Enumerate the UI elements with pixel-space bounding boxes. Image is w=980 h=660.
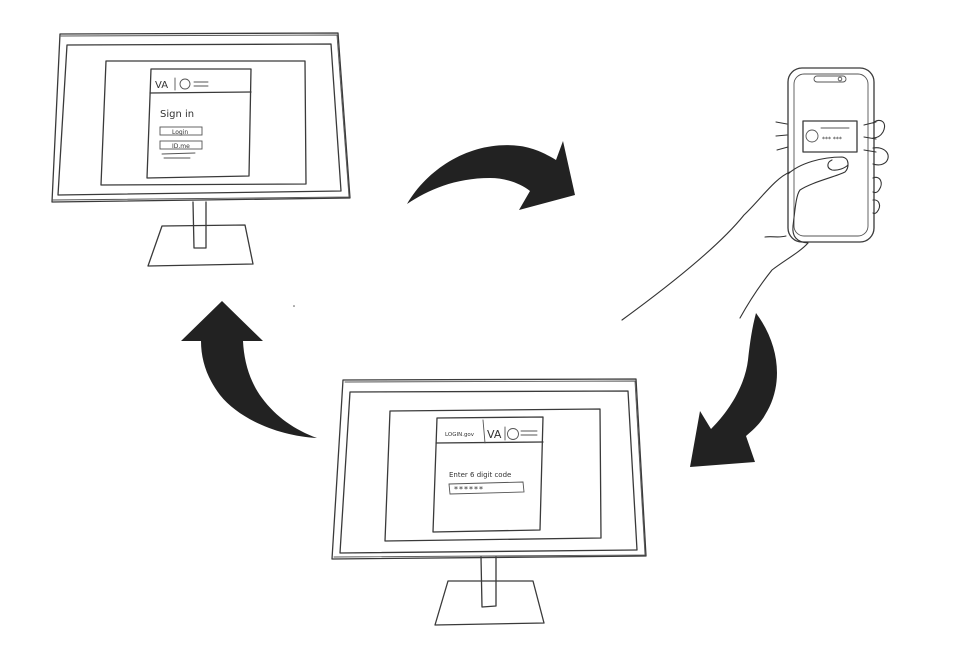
svg-text:Login: Login [172,129,188,136]
profile-circle-icon [507,428,519,440]
stray-mark [293,305,295,307]
svg-text:ID.me: ID.me [172,143,190,150]
svg-text:******: ****** [454,485,484,494]
sign-in-title: Sign in [160,109,194,120]
arrow-up-icon [181,301,317,438]
phone-in-hand: *** *** [621,67,889,321]
sign-in-page: VA Sign in Login ID.me [146,68,252,179]
link-line [161,152,196,155]
login-gov-button[interactable]: Login [159,126,203,136]
id-me-button[interactable]: ID.me [159,140,203,150]
login-gov-logo: LOGIN.gov [445,432,475,438]
enter-code-page: LOGIN.gov VA Enter 6 digit code ****** [432,416,544,533]
arrow-down-left-icon [690,313,777,467]
arrow-right-icon [407,141,575,210]
verification-code: *** *** [822,136,842,143]
va-logo: VA [155,80,168,91]
enter-code-prompt: Enter 6 digit code [449,471,511,479]
notification-card: *** *** [802,120,858,153]
monitor-sign-in: VA Sign in Login ID.me [51,32,351,267]
profile-circle-icon [179,78,191,90]
menu-icon [193,81,209,87]
profile-circle-icon [805,129,819,143]
menu-icon [520,430,538,436]
va-logo: VA [487,428,502,441]
code-input[interactable]: ****** [448,481,525,495]
phone-icon [787,67,875,243]
monitor-enter-code: LOGIN.gov VA Enter 6 digit code ****** [331,378,647,626]
